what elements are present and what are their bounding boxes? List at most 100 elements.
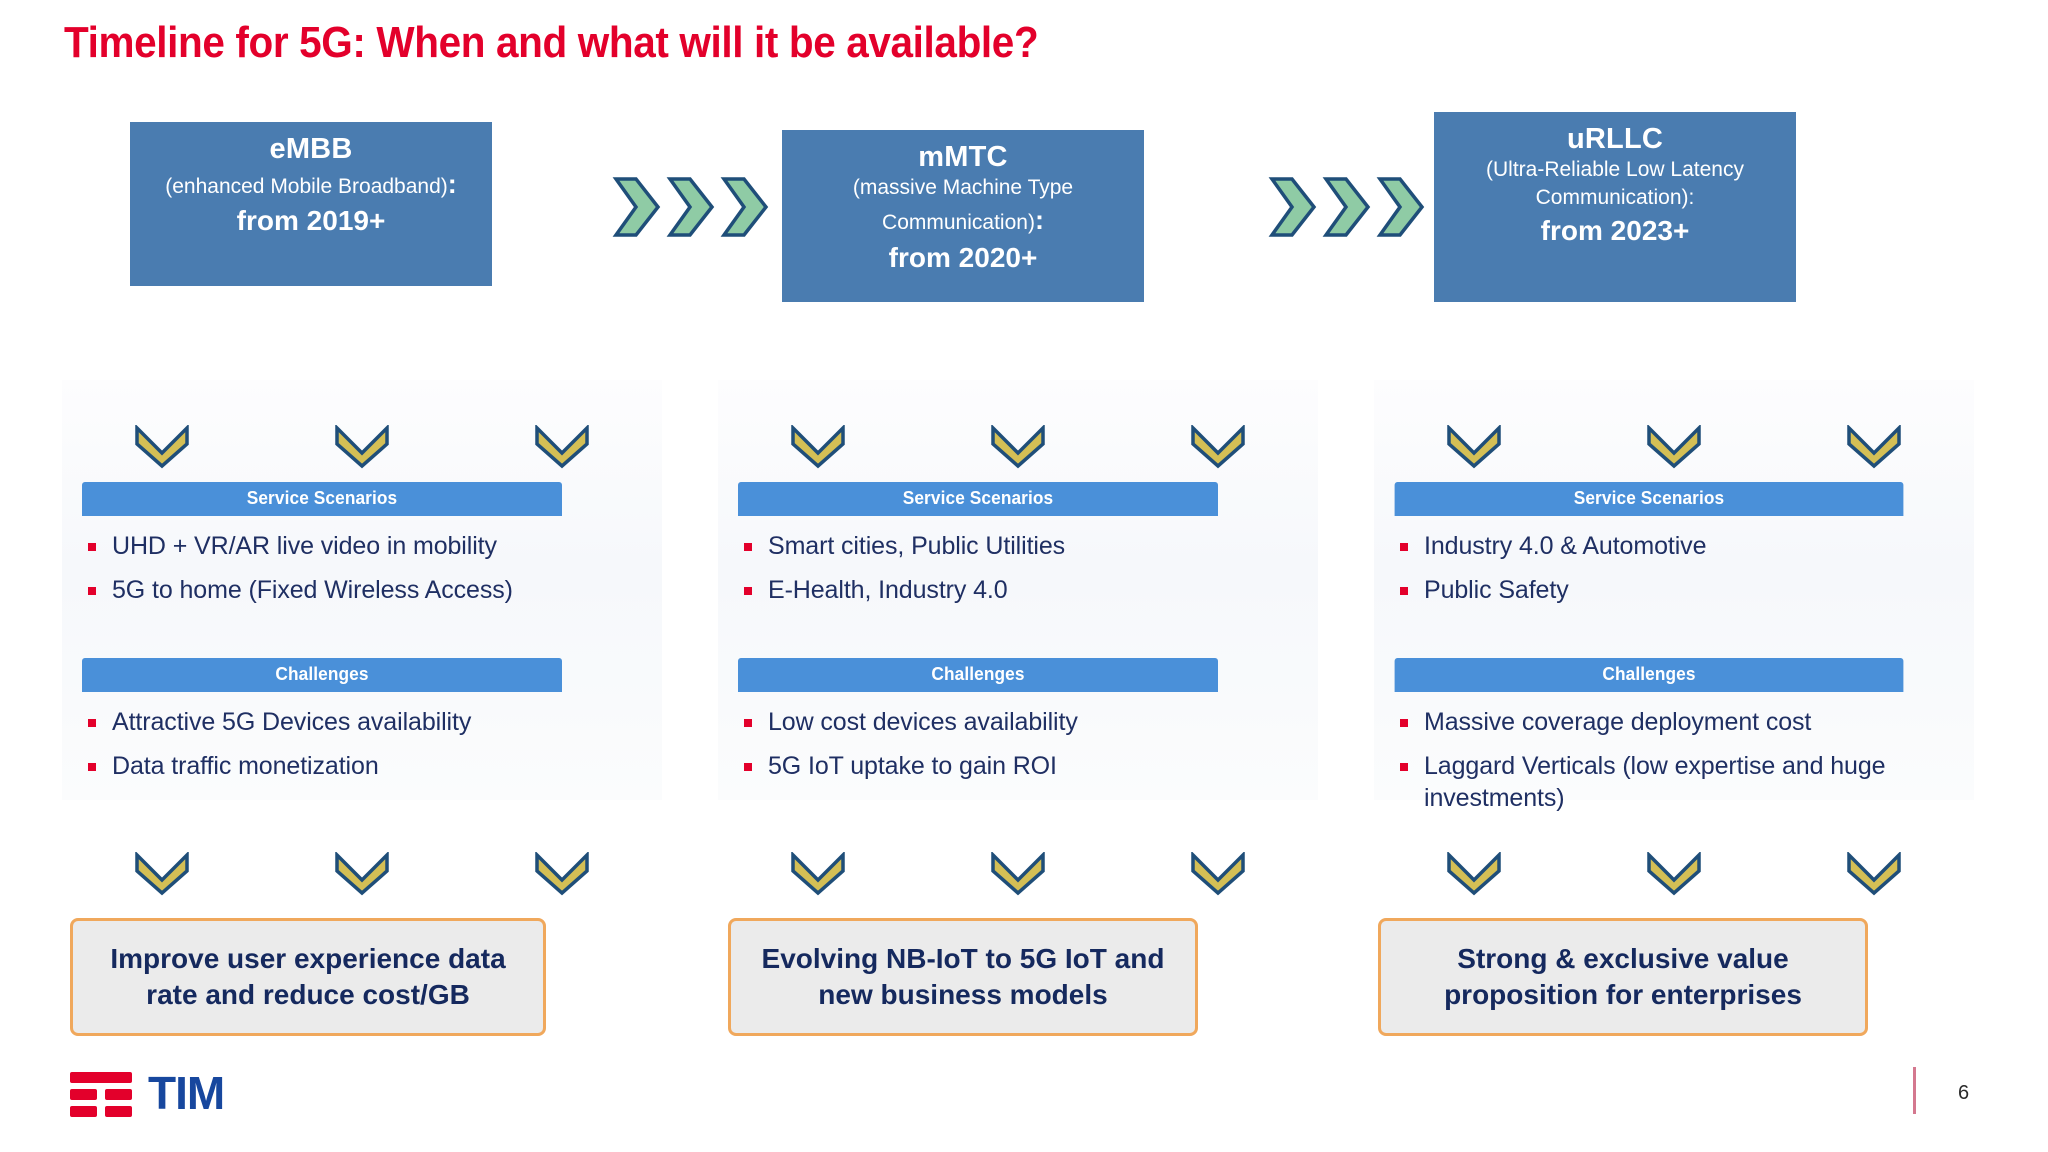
chevron-right-icon (720, 177, 769, 237)
chevron-down-icon (1447, 852, 1501, 896)
list-item: Low cost devices availability (742, 706, 1228, 738)
down-chevron-cell (1118, 852, 1318, 896)
list-item: UHD + VR/AR live video in mobility (86, 530, 572, 562)
square-bullet-icon (1400, 587, 1408, 595)
square-bullet-icon (1400, 719, 1408, 727)
list-item-label: Smart cities, Public Utilities (768, 532, 1066, 560)
down-chevron-cell (918, 852, 1118, 896)
hero-expansion: (Ultra-Reliable Low Latency Communicatio… (1486, 158, 1744, 210)
down-chevron-row-bottom (62, 852, 662, 896)
challenges-list: Low cost devices availability 5G IoT upt… (728, 692, 1228, 782)
list-item-label: Laggard Verticals (low expertise and hug… (1424, 752, 1886, 812)
down-chevron-cell (462, 852, 662, 896)
chevron-down-icon (135, 425, 189, 469)
square-bullet-icon (744, 719, 752, 727)
chevron-down-icon (535, 852, 589, 896)
chevron-down-icon (1191, 852, 1245, 896)
list-item-label: UHD + VR/AR live video in mobility (112, 532, 497, 560)
down-chevron-row-bottom (718, 852, 1318, 896)
down-chevron-cell (1774, 425, 1974, 469)
list-item-label: E-Health, Industry 4.0 (768, 576, 1008, 604)
chevron-right-icon (1322, 177, 1371, 237)
column-urllc: uRLLC (Ultra-Reliable Low Latency Commun… (1374, 100, 1974, 1036)
tim-logo-mark-icon (70, 1072, 132, 1117)
section-header-challenges: Challenges (1394, 658, 1904, 692)
hero-expansion: (massive Machine Type Communication): (852, 176, 1074, 236)
hero-box-embb: eMBB (enhanced Mobile Broadband): from 2… (130, 122, 492, 286)
chevron-down-icon (135, 852, 189, 896)
page-number: 6 (1958, 1082, 1970, 1104)
down-chevron-cell (62, 852, 262, 896)
list-item-label: Public Safety (1424, 576, 1569, 604)
list-item-label: Massive coverage deployment cost (1424, 708, 1812, 736)
down-chevron-cell (718, 852, 918, 896)
hero-availability: from 2019+ (236, 205, 386, 237)
square-bullet-icon (744, 763, 752, 771)
list-item: 5G IoT uptake to gain ROI (742, 750, 1228, 782)
down-chevron-row-top (718, 425, 1318, 469)
list-item: E-Health, Industry 4.0 (742, 574, 1228, 606)
chevron-down-icon (1847, 425, 1901, 469)
challenges-list: Massive coverage deployment cost Laggard… (1384, 692, 1914, 814)
section-service-scenarios: Service Scenarios Smart cities, Public U… (728, 482, 1228, 618)
square-bullet-icon (1400, 763, 1408, 771)
section-header-service-scenarios: Service Scenarios (738, 482, 1218, 516)
hero-acronym: uRLLC (1566, 123, 1664, 155)
hero-expansion: (enhanced Mobile Broadband): (165, 169, 457, 200)
column-embb: eMBB (enhanced Mobile Broadband): from 2… (62, 100, 662, 1036)
down-chevron-cell (262, 852, 462, 896)
page-number-divider (1913, 1067, 1916, 1114)
square-bullet-icon (88, 719, 96, 727)
list-item-label: 5G IoT uptake to gain ROI (768, 752, 1057, 780)
scenarios-list: Industry 4.0 & Automotive Public Safety (1384, 516, 1914, 606)
chevron-down-icon (335, 852, 389, 896)
down-chevron-cell (1374, 852, 1574, 896)
section-header-service-scenarios: Service Scenarios (1394, 482, 1904, 516)
chevron-down-icon (1647, 852, 1701, 896)
down-chevron-cell (918, 425, 1118, 469)
list-item: Attractive 5G Devices availability (86, 706, 572, 738)
down-chevron-row-top (1374, 425, 1974, 469)
section-challenges: Challenges Attractive 5G Devices availab… (72, 658, 572, 794)
chevron-down-icon (1191, 425, 1245, 469)
chevron-down-icon (991, 425, 1045, 469)
down-chevron-cell (1574, 852, 1774, 896)
hero-box-mmtc: mMTC (massive Machine Type Communication… (782, 130, 1144, 302)
scenarios-list: UHD + VR/AR live video in mobility 5G to… (72, 516, 572, 606)
list-item-label: Low cost devices availability (768, 708, 1078, 736)
list-item-label: 5G to home (Fixed Wireless Access) (112, 576, 513, 604)
chevron-right-icon (612, 177, 661, 237)
square-bullet-icon (88, 543, 96, 551)
hero-acronym: mMTC (918, 141, 1008, 173)
chevron-down-icon (535, 425, 589, 469)
down-chevron-row-top (62, 425, 662, 469)
chevron-down-icon (791, 852, 845, 896)
slide-title: Timeline for 5G: When and what will it b… (64, 18, 1039, 67)
list-item: Industry 4.0 & Automotive (1398, 530, 1914, 562)
tim-logo-wordmark: TIM (148, 1067, 225, 1119)
chevron-down-icon (1447, 425, 1501, 469)
square-bullet-icon (744, 543, 752, 551)
square-bullet-icon (88, 763, 96, 771)
section-challenges: Challenges Massive coverage deployment c… (1384, 658, 1914, 826)
chevron-right-icon (1376, 177, 1425, 237)
chevron-right-icon (1268, 177, 1317, 237)
hero-availability: from 2023+ (1540, 215, 1690, 247)
list-item: Massive coverage deployment cost (1398, 706, 1914, 738)
column-background-panel (62, 380, 662, 800)
list-item-label: Attractive 5G Devices availability (112, 708, 472, 736)
section-challenges: Challenges Low cost devices availability… (728, 658, 1228, 794)
section-service-scenarios: Service Scenarios Industry 4.0 & Automot… (1384, 482, 1914, 618)
hero-availability: from 2020+ (888, 241, 1038, 273)
list-item-label: Data traffic monetization (112, 752, 379, 780)
chevron-down-icon (335, 425, 389, 469)
down-chevron-cell (1118, 425, 1318, 469)
right-chevron-group-2 (1268, 176, 1426, 238)
section-header-challenges: Challenges (82, 658, 562, 692)
outcome-box: Evolving NB-IoT to 5G IoT and new busine… (728, 918, 1198, 1036)
outcome-box: Strong & exclusive value proposition for… (1378, 918, 1868, 1036)
section-header-service-scenarios: Service Scenarios (82, 482, 562, 516)
column-background-panel (718, 380, 1318, 800)
section-service-scenarios: Service Scenarios UHD + VR/AR live video… (72, 482, 572, 618)
